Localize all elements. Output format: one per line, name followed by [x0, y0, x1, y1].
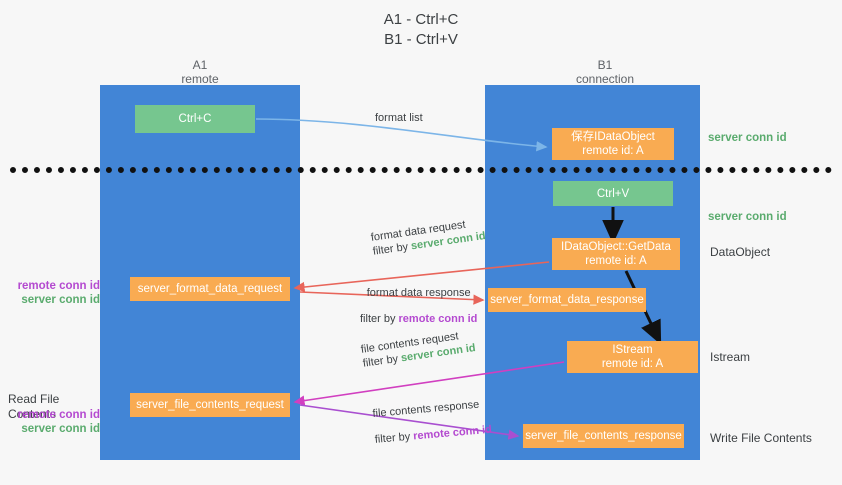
side-label-write-file-contents: Write File Contents: [710, 431, 812, 445]
edge-label-format-data-response-filter: filter by remote conn id: [360, 312, 477, 326]
lane-header-a1: A1 remote: [140, 58, 260, 86]
box-getdata-line2: remote id: A: [585, 255, 647, 267]
filter-by-text: filter by: [362, 352, 399, 370]
edge-label-format-list-text: format list: [375, 112, 423, 124]
box-ctrl-c-label: Ctrl+C: [178, 113, 212, 125]
filter-by-text: filter by: [360, 313, 396, 325]
box-server-file-contents-response[interactable]: server_file_contents_response: [523, 424, 684, 448]
side-label-conn-ids-lower: remote conn id server conn id: [8, 408, 100, 436]
box-server-format-data-request[interactable]: server_format_data_request: [130, 277, 290, 301]
box-ctrl-c[interactable]: Ctrl+C: [135, 105, 255, 133]
remote-conn-id-text: remote conn id: [17, 280, 100, 292]
filter-by-text: filter by: [372, 240, 409, 258]
side-label-conn-ids-upper: remote conn id server conn id: [8, 279, 100, 307]
box-idataobject-getdata[interactable]: IDataObject::GetData remote id: A: [552, 238, 680, 270]
box-istream-line1: IStream: [612, 344, 653, 356]
server-conn-id-text: server conn id: [21, 423, 100, 435]
edge-label-file-contents-response: file contents response filter by remote …: [372, 397, 492, 447]
side-label-server-conn-id-mid: server conn id: [708, 211, 787, 223]
edge-label-file-contents-request: file contents request filter by server c…: [360, 327, 477, 371]
side-label-read-file-contents: Read File Contents: [8, 392, 60, 421]
side-label-dataobject: DataObject: [710, 245, 771, 259]
edge-label-file-contents-response-filter: filter by remote conn id: [374, 423, 492, 447]
edge-label-format-data-request: format data request filter by server con…: [370, 215, 487, 259]
edge-label-format-data-response: format data response filter by remote co…: [360, 286, 477, 326]
box-idataobject-line1: 保存IDataObject: [571, 131, 655, 143]
edge-label-file-contents-response-text: file contents response: [372, 398, 480, 420]
lane-b1-title: B1: [597, 58, 613, 72]
lane-a1-title: A1: [192, 58, 208, 72]
lane-a1-subtitle: remote: [181, 72, 219, 86]
phase-divider: [10, 167, 832, 173]
remote-conn-id-text: remote conn id: [412, 423, 493, 443]
lane-header-b1: B1 connection: [540, 58, 670, 86]
title-line-2: B1 - Ctrl+V: [384, 31, 458, 48]
box-ctrl-v[interactable]: Ctrl+V: [553, 181, 673, 206]
box-server-file-contents-request[interactable]: server_file_contents_request: [130, 393, 290, 417]
box-ctrl-v-label: Ctrl+V: [596, 187, 630, 200]
remote-conn-id-text: remote conn id: [17, 409, 100, 421]
page-title: A1 - Ctrl+C B1 - Ctrl+V: [0, 10, 842, 50]
server-conn-id-text: server conn id: [21, 294, 100, 306]
box-server-format-data-response[interactable]: server_format_data_response: [488, 288, 646, 312]
box-server-format-data-request-label: server_format_data_request: [137, 283, 283, 295]
box-server-format-data-response-label: server_format_data_response: [490, 294, 644, 306]
title-line-1: A1 - Ctrl+C: [383, 11, 459, 28]
remote-conn-id-text: remote conn id: [398, 313, 478, 325]
side-label-istream: Istream: [710, 350, 751, 364]
side-label-server-conn-id-top: server conn id: [708, 132, 787, 144]
box-server-file-contents-response-label: server_file_contents_response: [525, 430, 682, 442]
box-istream[interactable]: IStream remote id: A: [567, 341, 698, 373]
box-server-file-contents-request-label: server_file_contents_request: [136, 399, 284, 411]
edge-label-format-list: format list: [375, 111, 423, 125]
edge-label-format-data-response-text: format data response: [366, 287, 471, 299]
box-getdata-line1: IDataObject::GetData: [561, 241, 671, 253]
box-idataobject[interactable]: 保存IDataObject remote id: A: [552, 128, 674, 160]
lane-b1-subtitle: connection: [575, 72, 635, 86]
filter-by-text: filter by: [374, 430, 411, 446]
box-istream-line2: remote id: A: [601, 358, 664, 370]
box-idataobject-line2: remote id: A: [582, 145, 644, 157]
